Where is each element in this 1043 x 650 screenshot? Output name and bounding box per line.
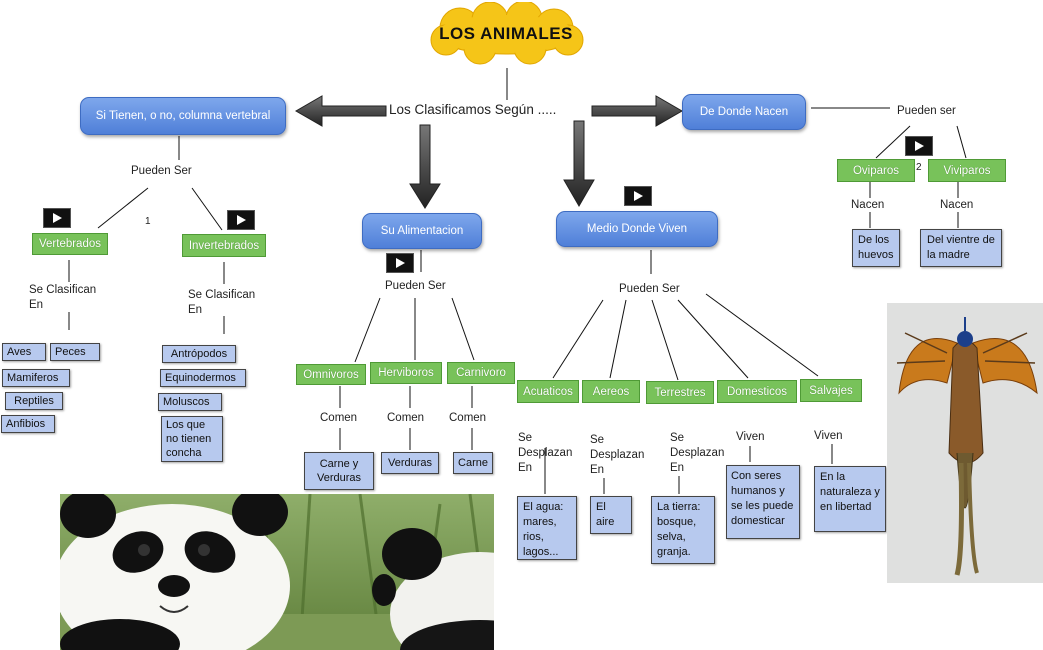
play-icon[interactable] (905, 136, 933, 156)
leaf-agua: El agua: mares, rios, lagos... (517, 496, 577, 560)
label-viven: Viven (814, 430, 843, 442)
leaf-aves: Aves (2, 343, 46, 361)
node-salvajes[interactable]: Salvajes (800, 379, 862, 402)
node-alimentacion[interactable]: Su Alimentacion (362, 213, 482, 249)
play-icon[interactable] (43, 208, 71, 228)
arrow-down-left (409, 124, 441, 209)
node-acuaticos[interactable]: Acuaticos (517, 380, 579, 403)
node-carnivoro[interactable]: Carnivoro (447, 362, 515, 384)
arrow-right (591, 95, 684, 127)
play-icon[interactable] (624, 186, 652, 206)
leaf-reptiles: Reptiles (5, 392, 63, 410)
node-omnivoros[interactable]: Omnivoros (296, 364, 366, 385)
peacock-photo (887, 303, 1043, 583)
title-cloud: LOS ANIMALES (420, 2, 592, 66)
node-nacen[interactable]: De Donde Nacen (682, 94, 806, 130)
leaf-humanos: Con seres humanos y se les puede domesti… (726, 465, 800, 539)
label-nacen: Nacen (940, 199, 974, 211)
leaf-moluscos: Moluscos (158, 393, 222, 411)
leaf-verduras: Verduras (381, 452, 439, 474)
play-icon[interactable] (227, 210, 255, 230)
node-oviparos[interactable]: Oviparos (837, 159, 915, 182)
leaf-carne-verduras: Carne y Verduras (304, 452, 374, 490)
node-medio[interactable]: Medio Donde Viven (556, 211, 718, 247)
arrow-down-right (563, 120, 595, 208)
node-domesticos[interactable]: Domesticos (717, 380, 797, 403)
arrow-left (294, 95, 387, 127)
leaf-tierra: La tierra: bosque, selva, granja. (651, 496, 715, 564)
node-terrestres[interactable]: Terrestres (646, 381, 714, 404)
panda-photo (60, 494, 494, 650)
leaf-sin-concha: Los que no tienen concha (161, 416, 223, 462)
label-comen: Comen (449, 412, 487, 424)
label-se-desplazan: Se Desplazan En (590, 434, 645, 476)
leaf-aire: El aire (590, 496, 632, 534)
leaf-mamiferos: Mamiferos (2, 369, 70, 387)
label-se-clasifican: Se Clasifican En (29, 284, 97, 311)
node-vertebrados[interactable]: Vertebrados (32, 233, 108, 255)
label-pueden-ser: Pueden Ser (619, 283, 680, 295)
leaf-carne: Carne (453, 452, 493, 474)
label-pueden-ser: Pueden Ser (131, 165, 192, 177)
label-viven: Viven (736, 431, 765, 443)
label-comen: Comen (320, 412, 358, 424)
label-se-clasifican: Se Clasifican En (188, 289, 256, 316)
node-herviboros[interactable]: Herviboros (370, 362, 442, 384)
leaf-anfibios: Anfibios (1, 415, 55, 433)
label-number: 2 (916, 162, 922, 173)
leaf-equinodermos: Equinodermos (160, 369, 246, 387)
cloud-shape (430, 2, 584, 65)
node-viviparos[interactable]: Viviparos (928, 159, 1006, 182)
center-label: Los Clasificamos Según ..... (389, 102, 557, 117)
leaf-huevos: De los huevos (852, 229, 900, 267)
leaf-vientre: Del vientre de la madre (920, 229, 1002, 267)
node-aereos[interactable]: Aereos (582, 380, 640, 403)
leaf-artropodos: Antrópodos (162, 345, 236, 363)
label-pueden-ser: Pueden ser (897, 105, 956, 117)
node-invertebrados[interactable]: Invertebrados (182, 234, 266, 257)
leaf-naturaleza: En la naturaleza y en libertad (814, 466, 886, 532)
label-comen: Comen (387, 412, 425, 424)
node-vertebral[interactable]: Si Tienen, o no, columna vertebral (80, 97, 286, 135)
leaf-peces: Peces (50, 343, 100, 361)
label-nacen: Nacen (851, 199, 885, 211)
map-title: LOS ANIMALES (439, 24, 573, 43)
label-se-desplazan: Se Desplazan En (670, 432, 725, 474)
label-se-desplazan: Se Desplazan En (518, 432, 573, 474)
play-icon[interactable] (386, 253, 414, 273)
label-pueden-ser: Pueden Ser (385, 280, 446, 292)
label-number: 1 (145, 216, 151, 227)
